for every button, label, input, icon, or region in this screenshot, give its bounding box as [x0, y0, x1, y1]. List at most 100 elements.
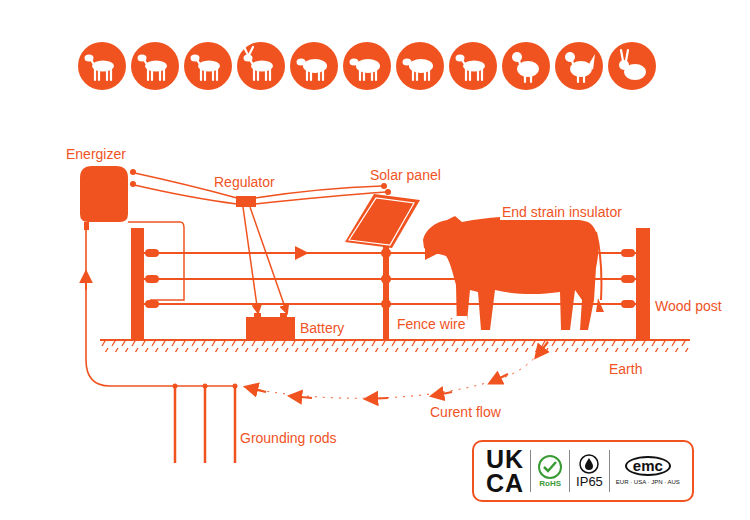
- drawing-part: [212, 69, 214, 80]
- drawing-part: [490, 374, 508, 383]
- drawing-part: [349, 198, 414, 245]
- drawing-part: [94, 69, 96, 80]
- drawing-part: [147, 69, 149, 80]
- drawing-part: [565, 52, 575, 62]
- drawing-part: [204, 386, 207, 463]
- energizer-label: Energizer: [64, 146, 128, 162]
- drawing-part: [359, 69, 361, 80]
- current-flow-label: Curent flow: [428, 404, 503, 420]
- drawing-part: [131, 228, 144, 340]
- drawing-part: [502, 42, 550, 90]
- drawing-part: [565, 52, 595, 82]
- drawing-part: [297, 59, 328, 81]
- earth-label: Earth: [607, 361, 644, 377]
- drawing-part: [519, 61, 521, 66]
- drawing-part: [403, 59, 434, 81]
- drawing-part: [204, 69, 206, 80]
- drawing-part: [175, 386, 235, 463]
- battery-label: Battery: [298, 320, 346, 336]
- drawing-part: [343, 42, 391, 90]
- drawing-part: [253, 69, 255, 80]
- drawing-part: [246, 342, 548, 399]
- drawing-part: [130, 181, 136, 187]
- drawing-part: [237, 42, 285, 90]
- drawing-part: [621, 275, 635, 283]
- badge-divider: [569, 450, 570, 492]
- drawing-part: [80, 166, 128, 222]
- drawing-part: [290, 42, 338, 90]
- drawing-part: [159, 69, 161, 80]
- drawing-part: [544, 462, 556, 471]
- drawing-part: [583, 76, 585, 82]
- drawing-part: [512, 52, 522, 62]
- drawing-part: [254, 313, 261, 317]
- drawing-part: [184, 42, 232, 90]
- drawing-part: [240, 340, 548, 398]
- drawing-part: [145, 275, 159, 283]
- badge: IP65: [570, 454, 609, 489]
- drawing-part: [130, 169, 136, 175]
- drawing-part: [173, 384, 178, 389]
- drawing-part: [244, 47, 248, 55]
- drawing-part: [580, 455, 598, 473]
- solar-panel-label: Solar panel: [368, 167, 443, 183]
- drawing-part: [265, 69, 267, 80]
- drawing-part: [250, 207, 287, 313]
- drawing-part: [585, 458, 593, 470]
- badge: RoHS: [531, 455, 569, 488]
- drawing-part: [310, 69, 312, 80]
- drawing-part: [555, 42, 603, 90]
- drawing-part: [249, 47, 253, 55]
- drawing-part: [160, 252, 184, 254]
- mark-text: CA: [486, 471, 524, 495]
- drawing-part: [174, 386, 177, 463]
- drawing-part: [577, 76, 579, 82]
- drawing-part: [322, 69, 324, 80]
- drawing-part: [130, 169, 391, 207]
- drawing-part: [375, 69, 377, 80]
- drawing-part: [318, 69, 320, 80]
- drawing-part: [236, 196, 256, 207]
- drawing-part: [110, 69, 112, 80]
- drawing-part: [539, 456, 561, 478]
- drawing-part: [477, 69, 479, 80]
- mark-text: IP65: [576, 474, 603, 489]
- mark-text: UK: [486, 447, 524, 471]
- drawing-part: [423, 216, 598, 332]
- badge-divider: [609, 450, 610, 492]
- drawing-part: [128, 222, 184, 300]
- drawing-part: [536, 342, 548, 357]
- drawing-part: [85, 272, 87, 290]
- drawing-part: [306, 69, 308, 80]
- grounding-rods-label: Grounding rods: [238, 430, 339, 446]
- drawing-part: [517, 61, 539, 77]
- drawing-part: [130, 172, 386, 313]
- drawing-part: [619, 60, 629, 70]
- insulator-label: End strain insulator: [500, 204, 624, 220]
- drawing-part: [461, 58, 464, 63]
- drawing-part: [173, 384, 238, 389]
- drawing-part: [290, 252, 306, 254]
- drawing-part: [100, 339, 690, 341]
- mark-text: emc: [625, 456, 671, 476]
- drawing-part: [100, 341, 690, 352]
- drawing-part: [350, 59, 359, 66]
- drawing-part: [608, 42, 656, 90]
- certification-box: UKCARoHSIP65emcEUR · USA · JPN · AUS: [472, 440, 694, 502]
- mark-text: RoHS: [539, 479, 561, 488]
- drawing-part: [78, 42, 126, 90]
- drawing-part: [381, 274, 391, 284]
- drawing-part: [385, 189, 391, 195]
- drawing-part: [366, 398, 388, 399]
- regulator-label: Regulator: [212, 174, 277, 190]
- drawing-part: [246, 387, 266, 392]
- wood-post-label: Wood post: [653, 298, 724, 314]
- drawing-part: [191, 55, 221, 81]
- drawing-part: [355, 62, 358, 63]
- drawing-part: [85, 55, 115, 81]
- drawing-part: [216, 69, 218, 80]
- drawing-part: [363, 69, 365, 80]
- drawing-part: [512, 52, 539, 82]
- drawing-part: [200, 69, 202, 80]
- drawing-part: [621, 300, 635, 308]
